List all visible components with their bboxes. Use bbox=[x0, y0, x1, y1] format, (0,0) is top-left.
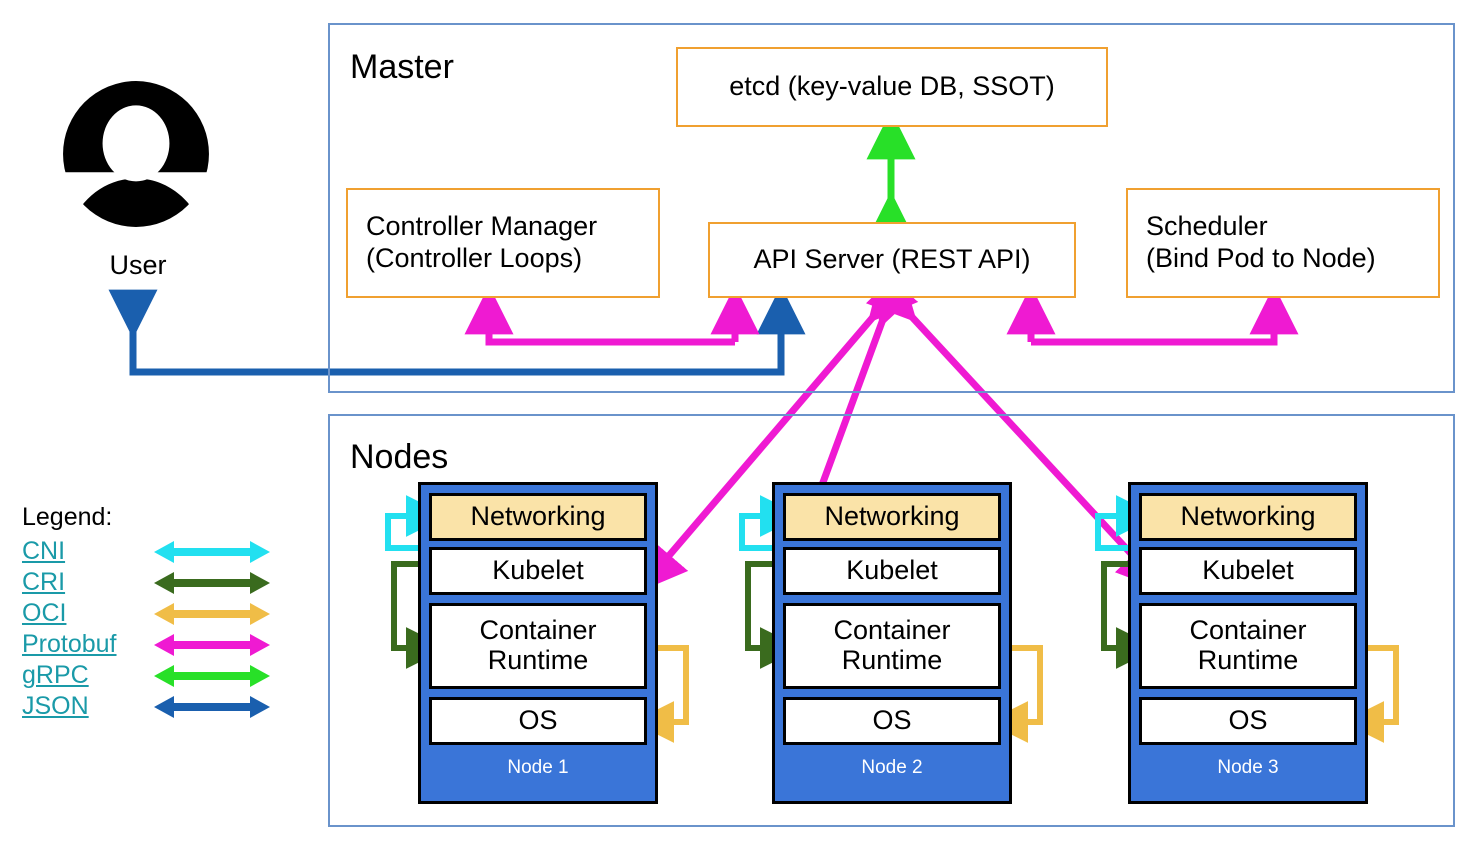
legend: Legend: CNI CRI OCI Protobuf bbox=[22, 505, 272, 722]
api-server-box[interactable]: API Server (REST API) bbox=[708, 222, 1076, 298]
node-2-kubelet-layer[interactable]: Kubelet bbox=[783, 547, 1001, 595]
legend-arrow-protobuf-icon bbox=[154, 633, 270, 656]
scheduler-label-line2: (Bind Pod to Node) bbox=[1146, 243, 1376, 273]
node-1-os-layer[interactable]: OS bbox=[429, 697, 647, 745]
node-3-name: Node 3 bbox=[1217, 757, 1279, 778]
etcd-label: etcd (key-value DB, SSOT) bbox=[729, 71, 1055, 102]
legend-label-json[interactable]: JSON bbox=[22, 692, 89, 720]
node-2-networking-label: Networking bbox=[824, 501, 960, 532]
node-2-os-layer[interactable]: OS bbox=[783, 697, 1001, 745]
node-2-kubelet-label: Kubelet bbox=[846, 555, 938, 586]
nodes-group-frame bbox=[328, 414, 1455, 827]
node-2-container-runtime-layer[interactable]: Container Runtime bbox=[783, 603, 1001, 689]
node-3-os-label: OS bbox=[1228, 705, 1268, 736]
legend-arrow-json-icon bbox=[154, 695, 270, 718]
legend-row-grpc[interactable]: gRPC bbox=[22, 660, 272, 691]
node-card-2[interactable]: Networking Kubelet Container Runtime OS … bbox=[772, 482, 1012, 804]
etcd-box[interactable]: etcd (key-value DB, SSOT) bbox=[676, 47, 1108, 127]
node-3-container-runtime-layer[interactable]: Container Runtime bbox=[1139, 603, 1357, 689]
legend-label-grpc[interactable]: gRPC bbox=[22, 661, 89, 689]
legend-row-protobuf[interactable]: Protobuf bbox=[22, 629, 272, 660]
api-server-label: API Server (REST API) bbox=[753, 244, 1031, 275]
node-1-container-runtime-label-line1: Container bbox=[479, 615, 597, 646]
nodes-group-title: Nodes bbox=[350, 438, 449, 476]
node-1-container-runtime-layer[interactable]: Container Runtime bbox=[429, 603, 647, 689]
node-1-kubelet-layer[interactable]: Kubelet bbox=[429, 547, 647, 595]
legend-label-oci[interactable]: OCI bbox=[22, 599, 67, 627]
legend-label-protobuf[interactable]: Protobuf bbox=[22, 630, 117, 658]
legend-row-oci[interactable]: OCI bbox=[22, 598, 272, 629]
node-card-1[interactable]: Networking Kubelet Container Runtime OS … bbox=[418, 482, 658, 804]
controller-manager-box[interactable]: Controller Manager (Controller Loops) bbox=[346, 188, 660, 298]
node-3-os-layer[interactable]: OS bbox=[1139, 697, 1357, 745]
controller-manager-label-line1: Controller Manager bbox=[366, 211, 598, 242]
legend-arrow-cri-icon bbox=[154, 571, 270, 594]
legend-arrow-oci-icon bbox=[154, 602, 270, 625]
node-3-networking-label: Networking bbox=[1180, 501, 1316, 532]
user-avatar-icon bbox=[60, 81, 212, 230]
legend-row-cni[interactable]: CNI bbox=[22, 536, 272, 567]
node-1-kubelet-label: Kubelet bbox=[492, 555, 584, 586]
node-2-name: Node 2 bbox=[861, 757, 923, 778]
scheduler-label-line1: Scheduler bbox=[1146, 211, 1268, 242]
master-group-frame bbox=[328, 23, 1455, 393]
node-1-networking-label: Networking bbox=[470, 501, 606, 532]
legend-arrow-cni-icon bbox=[154, 540, 270, 563]
node-2-container-runtime-label-line2: Runtime bbox=[841, 645, 943, 675]
node-3-kubelet-label: Kubelet bbox=[1202, 555, 1294, 586]
user-label: User bbox=[109, 250, 167, 280]
legend-row-cri[interactable]: CRI bbox=[22, 567, 272, 598]
scheduler-box[interactable]: Scheduler (Bind Pod to Node) bbox=[1126, 188, 1440, 298]
node-2-networking-layer[interactable]: Networking bbox=[783, 493, 1001, 541]
node-1-container-runtime-label-line2: Runtime bbox=[487, 645, 589, 675]
legend-label-cni[interactable]: CNI bbox=[22, 537, 66, 565]
node-3-container-runtime-label-line2: Runtime bbox=[1197, 645, 1299, 675]
node-2-os-label: OS bbox=[872, 705, 912, 736]
node-1-networking-layer[interactable]: Networking bbox=[429, 493, 647, 541]
controller-manager-label-line2: (Controller Loops) bbox=[366, 243, 583, 273]
node-1-name: Node 1 bbox=[507, 757, 569, 778]
node-card-3[interactable]: Networking Kubelet Container Runtime OS … bbox=[1128, 482, 1368, 804]
node-1-os-label: OS bbox=[518, 705, 558, 736]
legend-row-json[interactable]: JSON bbox=[22, 691, 272, 722]
legend-label-cri[interactable]: CRI bbox=[22, 568, 66, 596]
node-3-container-runtime-label-line1: Container bbox=[1189, 615, 1307, 646]
node-3-kubelet-layer[interactable]: Kubelet bbox=[1139, 547, 1357, 595]
node-3-networking-layer[interactable]: Networking bbox=[1139, 493, 1357, 541]
legend-title: Legend: bbox=[22, 503, 113, 531]
node-2-container-runtime-label-line1: Container bbox=[833, 615, 951, 646]
master-group-title: Master bbox=[350, 48, 454, 86]
legend-arrow-grpc-icon bbox=[154, 664, 270, 687]
